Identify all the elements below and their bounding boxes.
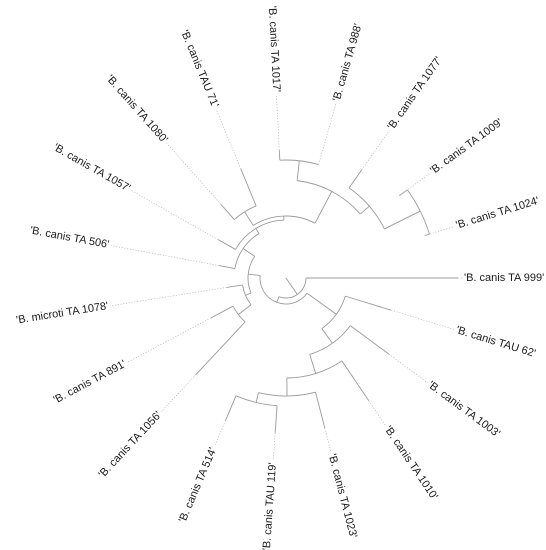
branch-segment [226, 284, 243, 288]
tip-label-t988: 'B. canis TA 988' [331, 22, 365, 102]
tip-label-t999: 'B. canis TA 999' [464, 272, 544, 284]
branch-segment [341, 360, 370, 401]
branch-segment [244, 211, 254, 226]
tip-guide-line [126, 317, 212, 363]
branch-segment [219, 265, 235, 269]
branch-segment [225, 395, 237, 421]
branch-segment [238, 304, 252, 315]
tip-label-t1057: 'B. canis TA 1057' [51, 142, 132, 195]
branch-segment [245, 292, 252, 296]
branch-segment [217, 239, 236, 250]
branch-segment [348, 169, 363, 189]
root-branch [285, 277, 298, 295]
tip-guide-line [130, 190, 219, 240]
tip-labels: 'B. canis TA 999' 'B. canis TAU 62' 'B. ca… [15, 6, 544, 550]
tip-guide-line [110, 287, 227, 307]
branch-segment [278, 150, 281, 161]
tree-branches [110, 94, 462, 461]
branch-segment [314, 191, 333, 224]
branch-segment [350, 325, 390, 355]
tip-label-t514: 'B. canis TA 514' [177, 446, 219, 525]
branch-segment [321, 328, 333, 344]
branch-arc [247, 256, 256, 294]
tip-label-tTAU119: 'B. canis TAU 119' [261, 462, 279, 550]
tip-guide-line [214, 420, 226, 447]
tip-label-t891: 'B. canis TA 891' [52, 358, 128, 406]
tip-label-tTAU71: 'B. canis TAU 71' [178, 28, 221, 109]
tip-label-tTAU62: 'B. canis TAU 62' [454, 324, 537, 360]
tip-label-t1077: 'B. canis TA 1077' [385, 55, 444, 133]
tip-label-t1023: 'B. canis TA 1023' [326, 453, 359, 540]
branch-segment [210, 305, 234, 319]
tip-guide-line [388, 353, 428, 383]
branch-segment [248, 273, 261, 276]
tip-label-t1017: 'B. canis TA 1017' [266, 6, 283, 93]
tip-guide-line [399, 173, 431, 196]
tip-guide-line [361, 130, 390, 171]
branch-segment [255, 392, 259, 403]
tip-label-t1056: 'B. canis TA 1056' [96, 409, 164, 480]
branch-segment [242, 248, 255, 257]
tip-label-t1003: 'B. canis TA 1003' [426, 379, 503, 440]
tip-guide-line [318, 102, 337, 165]
tip-label-t1024: 'B. canis TA 1024' [454, 195, 540, 232]
branch-segment [345, 295, 392, 311]
tip-guide-line [368, 400, 386, 426]
branch-segment [315, 392, 326, 429]
tip-guide-line [272, 432, 276, 461]
tip-guide-line [166, 142, 222, 205]
tip-guide-line [160, 374, 197, 413]
tip-label-t1009: 'B. canis TA 1009' [428, 117, 505, 177]
tip-label-t1078: 'B. microti TA 1078' [15, 300, 109, 326]
branch-segment [195, 321, 246, 375]
branch-segment [309, 354, 317, 374]
branch-segment [274, 405, 278, 433]
tip-label-t506: 'B. canis TA 506' [29, 225, 110, 251]
branch-segment [296, 160, 300, 181]
branch-segment [306, 292, 337, 315]
branch-segment [384, 210, 421, 230]
branch-segment [359, 205, 370, 215]
tip-guide-line [391, 309, 455, 330]
tip-label-t1080: 'B. canis TA 1080' [104, 73, 170, 146]
tip-guide-line [324, 427, 332, 453]
tip-guide-line [424, 226, 455, 236]
tip-guide-line [215, 108, 242, 170]
tip-label-t1010: 'B. canis TA 1010' [382, 424, 440, 502]
branch-segment [255, 228, 260, 234]
tip-guide-line [110, 245, 220, 266]
branch-arc [252, 215, 316, 226]
branch-segment [240, 168, 257, 207]
branch-arc [235, 219, 284, 250]
branch-segment [398, 189, 408, 197]
tip-guide-line [276, 94, 280, 151]
branch-arc [259, 275, 308, 305]
branch-segment [276, 296, 280, 303]
branch-segment [220, 204, 235, 220]
